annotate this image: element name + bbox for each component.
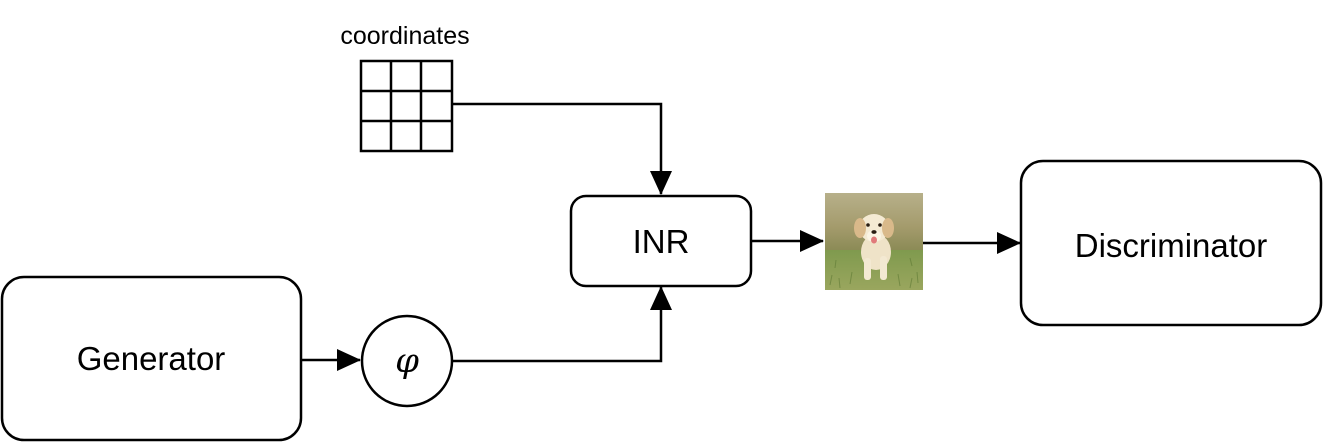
generator-label: Generator [77,340,226,377]
latent-symbol: φ [395,341,419,381]
discriminator-node: Discriminator [1019,159,1323,327]
coordinates-node: coordinates [340,22,470,153]
puppy-figure [854,214,894,280]
generator-node: Generator [0,275,303,442]
inr-node: INR [569,194,753,288]
latent-node: φ [360,314,454,408]
inr-label: INR [633,223,690,260]
output-image [825,193,923,290]
coordinates-label: coordinates [340,22,469,50]
discriminator-label: Discriminator [1075,227,1268,264]
coordinates-grid-icon [359,59,454,153]
edge-latent-to-inr [453,286,672,363]
edge-coordinates-to-inr [452,102,672,195]
